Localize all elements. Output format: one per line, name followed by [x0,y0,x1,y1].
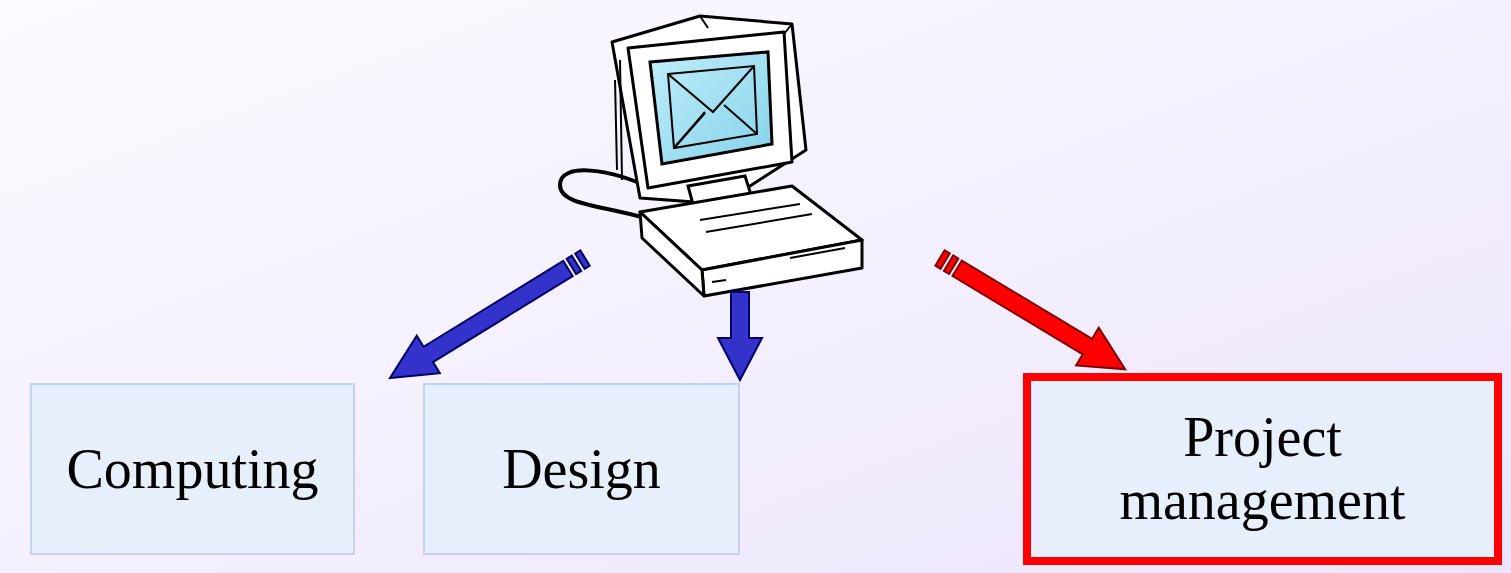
monitor-back [612,16,806,204]
case-side [640,212,704,296]
box-label: Design [502,438,661,501]
arrow [929,239,1137,388]
box-label: Computing [66,438,318,501]
monitor-screen [650,52,772,164]
envelope-icon [668,66,757,148]
process-box: Design [423,383,740,555]
monitor-front [628,32,792,188]
arrow [378,239,596,396]
arrow [718,292,762,380]
box-label: Project management [1047,406,1478,531]
process-box: Computing [30,383,355,555]
process-box: Project management [1023,373,1502,565]
